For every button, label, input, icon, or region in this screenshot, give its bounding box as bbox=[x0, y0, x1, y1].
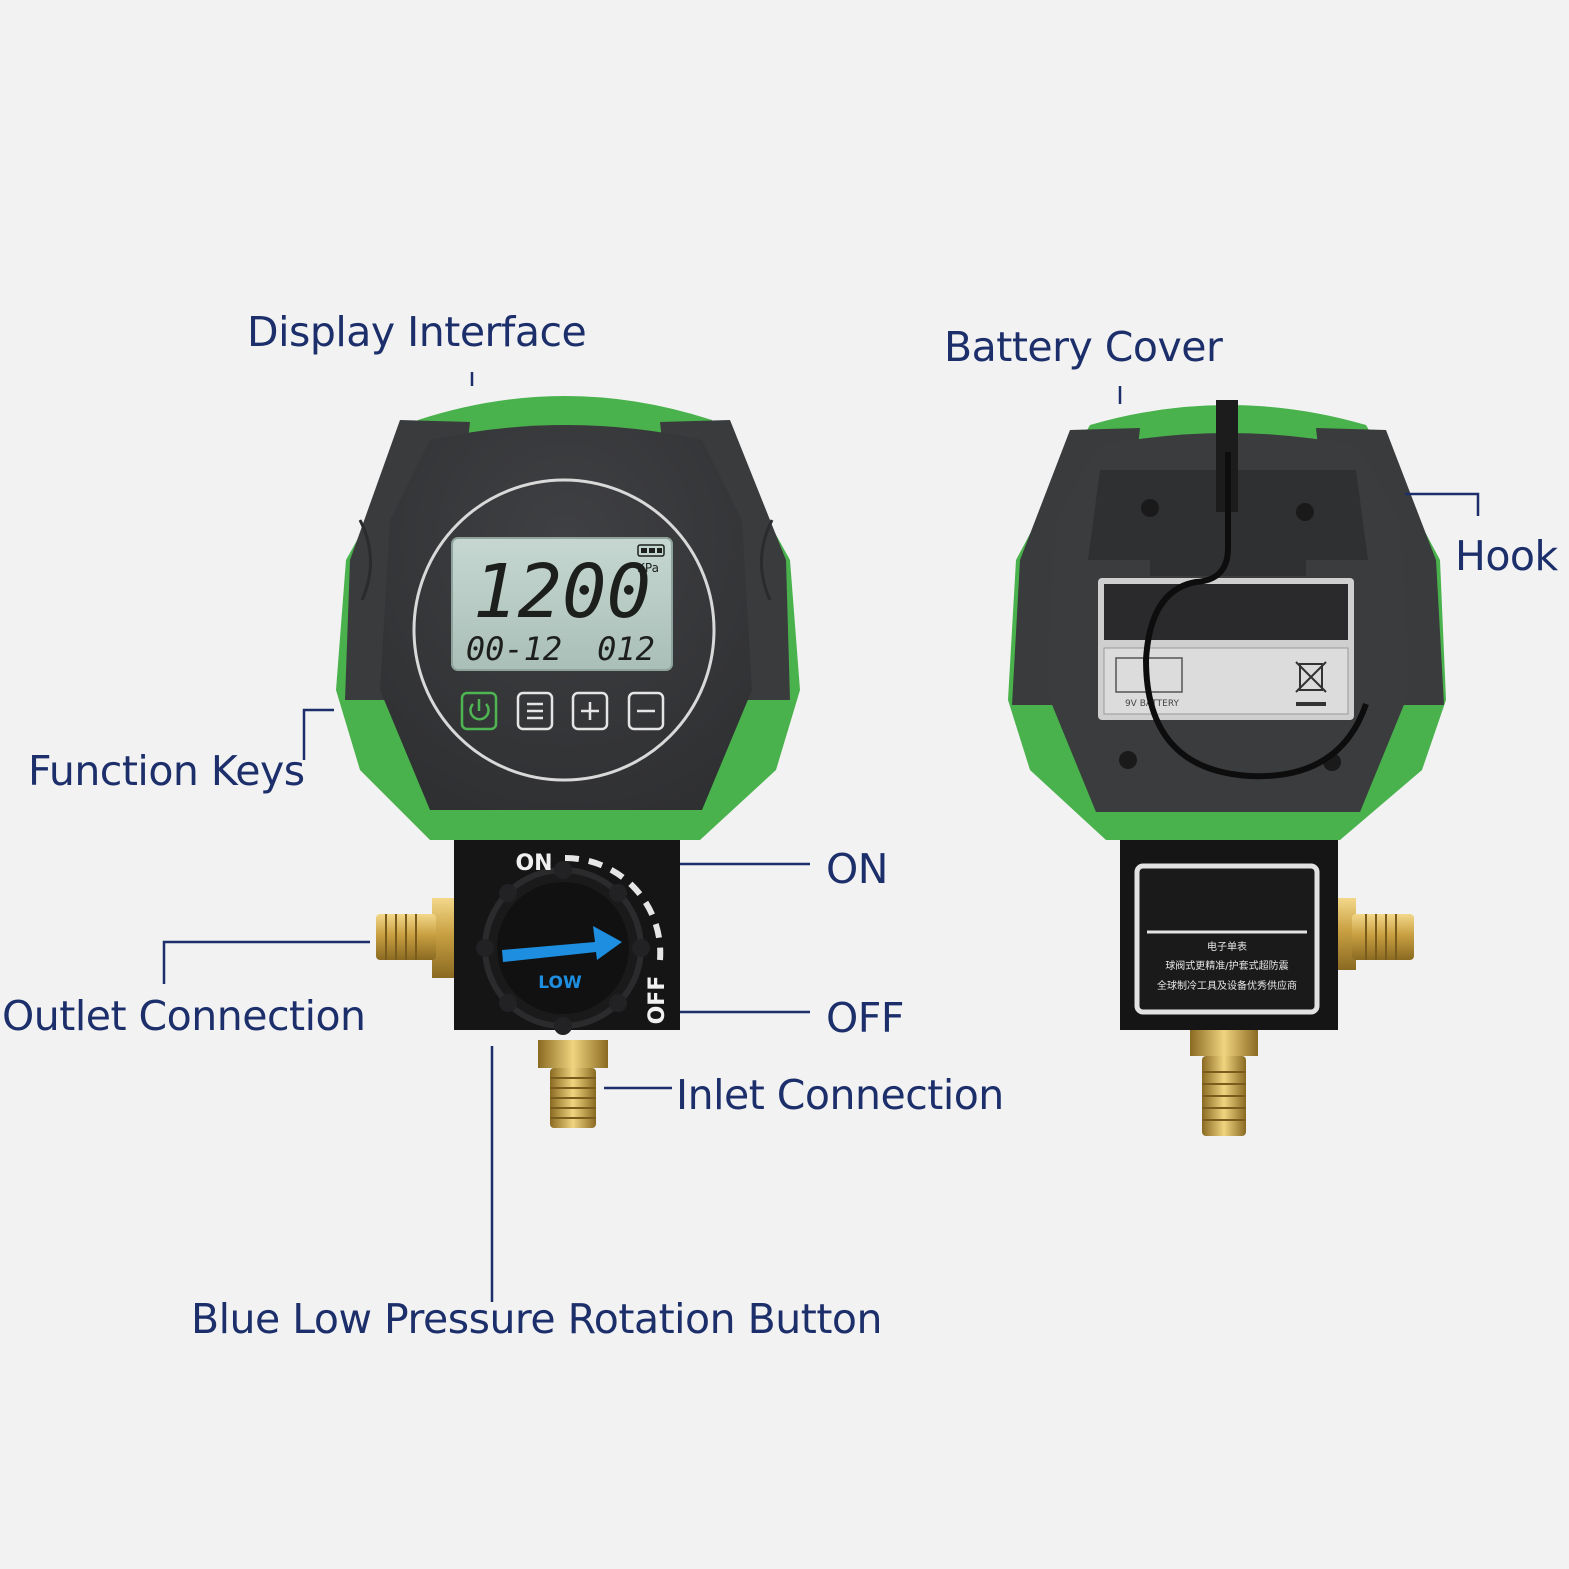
minus-key[interactable] bbox=[627, 691, 665, 731]
label-hook: Hook bbox=[1455, 532, 1558, 580]
plus-icon bbox=[581, 702, 599, 720]
blue-arrow-icon bbox=[502, 926, 622, 962]
rear-side-fitting bbox=[1334, 898, 1414, 970]
lcd-main-reading: 1200 bbox=[473, 549, 651, 635]
label-display-interface: Display Interface bbox=[247, 308, 587, 356]
label-off: OFF bbox=[826, 994, 904, 1042]
power-key[interactable] bbox=[460, 691, 498, 731]
rear-sticker: 电子单表 球阀式更精准/护套式超防震 全球制冷工具及设备优秀供应商 bbox=[1134, 863, 1320, 1015]
inlet-fitting bbox=[538, 1040, 608, 1128]
sticker-line-1: 电子单表 bbox=[1207, 940, 1247, 953]
rear-bottom-fitting bbox=[1190, 1028, 1258, 1136]
sticker-line-3: 全球制冷工具及设备优秀供应商 bbox=[1157, 979, 1297, 992]
recycle-bin-icon bbox=[1295, 661, 1327, 706]
plus-key[interactable] bbox=[571, 691, 609, 731]
lcd-right-reading: 012 bbox=[597, 630, 655, 668]
label-rotation-button: Blue Low Pressure Rotation Button bbox=[191, 1295, 882, 1343]
label-function-keys: Function Keys bbox=[28, 747, 305, 795]
rear-gauge: 电子单表 球阀式更精准/护套式超防震 全球制冷工具及设备优秀供应商 9V BAT… bbox=[1008, 400, 1446, 1136]
outlet-fitting bbox=[376, 898, 456, 978]
function-keys bbox=[460, 691, 665, 731]
low-pressure-knob[interactable]: LOW bbox=[476, 861, 650, 1035]
sticker-line-2: 球阀式更精准/护套式超防震 bbox=[1165, 959, 1288, 972]
front-gauge: LOW ON OFF 1200 00-12 012 KPa bbox=[336, 396, 800, 1128]
battery-level-icon bbox=[637, 544, 665, 557]
leader-lines bbox=[162, 372, 1480, 1302]
label-on: ON bbox=[826, 845, 888, 893]
label-outlet-connection: Outlet Connection bbox=[2, 992, 366, 1040]
knob-off-mark: OFF bbox=[645, 976, 670, 1025]
label-battery-cover: Battery Cover bbox=[944, 323, 1223, 371]
label-inlet-connection: Inlet Connection bbox=[676, 1071, 1004, 1119]
knob-on-mark: ON bbox=[515, 851, 552, 876]
dial-ring bbox=[412, 478, 716, 782]
menu-icon bbox=[527, 702, 543, 720]
hook[interactable] bbox=[1142, 452, 1369, 780]
lcd-left-reading: 00-12 bbox=[466, 630, 562, 668]
lcd-unit: KPa bbox=[637, 561, 659, 575]
power-icon bbox=[469, 703, 490, 721]
knob-low-text: LOW bbox=[538, 973, 582, 993]
menu-key[interactable] bbox=[516, 691, 554, 731]
lcd-display: 1200 00-12 012 KPa bbox=[451, 537, 673, 671]
